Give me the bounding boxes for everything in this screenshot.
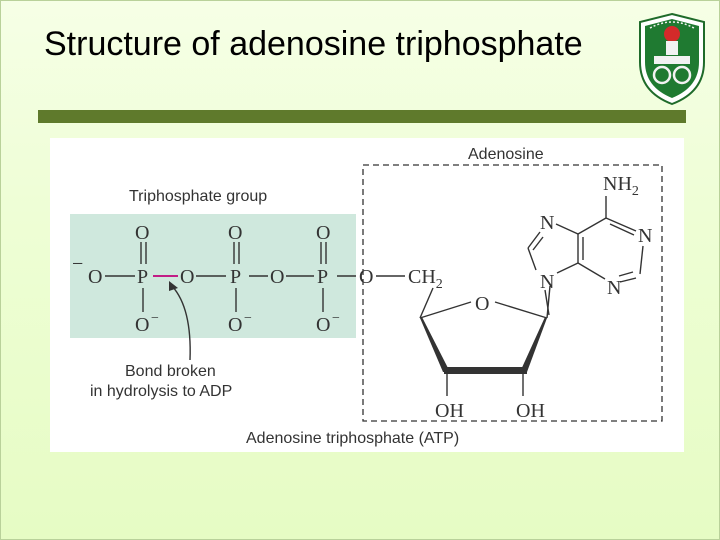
p-o-single-bonds: [142, 288, 324, 312]
atp-structure-svg: Adenosine Triphosphate group Bond broken…: [70, 146, 663, 447]
atom-o-bottom-2: O: [228, 314, 242, 336]
atom-p-3: P: [317, 266, 328, 288]
atom-o-minus-terminal: O: [88, 266, 102, 288]
adenosine-box: [362, 164, 663, 422]
ribose-front-bond: [444, 367, 527, 374]
atom-oh-left: OH: [435, 400, 464, 422]
atom-o-bottom-1: O: [135, 314, 149, 336]
adenine-bonds: [527, 196, 644, 316]
minus-sign-3: −: [332, 311, 340, 326]
title-rule: [38, 110, 686, 123]
atom-nh2: NH2: [603, 173, 639, 199]
atp-caption: Adenosine triphosphate (ATP): [246, 430, 459, 447]
atom-n-glycosidic: N: [540, 271, 554, 293]
ribose-wedge-left: [420, 317, 450, 372]
ribose-bonds: [419, 285, 551, 396]
atom-o-bottom-3: O: [316, 314, 330, 336]
atom-o-top-3: O: [316, 222, 330, 244]
atom-oh-right: OH: [516, 400, 545, 422]
atom-o-top-2: O: [228, 222, 242, 244]
atom-p-1: P: [137, 266, 148, 288]
bond-broken-label-1: Bond broken: [125, 363, 216, 380]
bond-arrow: [171, 285, 191, 361]
university-seal-logo: [639, 12, 705, 106]
p-o-double-bonds: [140, 242, 327, 264]
atp-structure-diagram: Adenosine Triphosphate group Bond broken…: [50, 138, 684, 452]
atom-p-2: P: [230, 266, 241, 288]
minus-sign-2: −: [244, 311, 252, 326]
triphosphate-group-label: Triphosphate group: [129, 188, 267, 205]
atom-o-top-1: O: [135, 222, 149, 244]
atom-o-bridge-1: O: [180, 266, 194, 288]
atom-o-bridge-3: O: [359, 266, 373, 288]
slide-title: Structure of adenosine triphosphate: [44, 25, 583, 63]
atom-o-bridge-2: O: [270, 266, 284, 288]
atom-n-3: N: [607, 277, 621, 299]
bond-arrow-head: [169, 281, 178, 291]
ribose-wedge-right: [520, 317, 547, 372]
atom-ring-o: O: [475, 293, 489, 315]
atom-n-7: N: [540, 212, 554, 234]
adenosine-label: Adenosine: [468, 146, 544, 163]
atom-ch2: CH2: [408, 266, 443, 292]
minus-sign: −: [72, 253, 83, 275]
bond-broken-label-2: in hydrolysis to ADP: [90, 383, 232, 400]
minus-sign-1: −: [151, 311, 159, 326]
atom-n-1: N: [638, 225, 652, 247]
